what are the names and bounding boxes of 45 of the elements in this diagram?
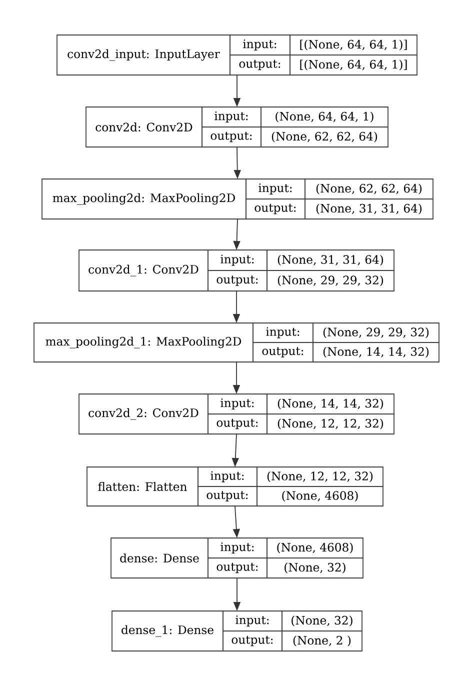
port-label-cell: input: bbox=[252, 322, 314, 343]
shape-cell: (None, 29, 29, 32) bbox=[266, 270, 394, 292]
layer-name-cell: conv2d_2: Conv2D bbox=[78, 394, 208, 434]
port-label-cell: input: bbox=[202, 106, 262, 128]
shape-cell: (None, 12, 12, 32) bbox=[266, 414, 394, 434]
shape-cell: (None, 2 ) bbox=[282, 630, 362, 652]
shape-cell: (None, 31, 31, 64) bbox=[304, 198, 434, 220]
port-label-cell: output: bbox=[202, 126, 262, 148]
shape-cell: (None, 4608) bbox=[256, 486, 384, 506]
port-label-cell: input: bbox=[208, 538, 268, 558]
port-label-cell: output: bbox=[208, 414, 268, 434]
shape-cell: (None, 31, 31, 64) bbox=[266, 250, 394, 271]
port-label-cell: output: bbox=[222, 630, 282, 652]
port-label-cell: input: bbox=[208, 394, 268, 414]
layer-name-cell: max_pooling2d: MaxPooling2D bbox=[42, 178, 246, 220]
layer-name-cell: max_pooling2d_1: MaxPooling2D bbox=[34, 322, 254, 362]
shape-cell: (None, 32) bbox=[266, 558, 364, 578]
shape-cell: (None, 62, 62, 64) bbox=[260, 126, 388, 148]
port-label-cell: output: bbox=[230, 54, 290, 76]
layer-name-cell: conv2d_input: InputLayer bbox=[56, 34, 230, 76]
shape-cell: (None, 29, 29, 32) bbox=[312, 322, 440, 343]
shape-cell: (None, 12, 12, 32) bbox=[256, 466, 384, 487]
shape-cell: [(None, 64, 64, 1)] bbox=[290, 34, 418, 56]
port-label-cell: input: bbox=[208, 250, 268, 271]
layer-name-cell: conv2d: Conv2D bbox=[86, 106, 202, 148]
shape-cell: (None, 14, 14, 32) bbox=[266, 394, 394, 414]
port-label-cell: output: bbox=[246, 198, 306, 220]
port-label-cell: output: bbox=[208, 270, 268, 292]
shape-cell: (None, 32) bbox=[282, 610, 362, 632]
shape-cell: (None, 62, 62, 64) bbox=[304, 178, 434, 200]
layer-name-cell: dense_1: Dense bbox=[112, 610, 224, 652]
port-label-cell: input: bbox=[246, 178, 306, 200]
port-label-cell: output: bbox=[208, 558, 268, 578]
layer-name-cell: flatten: Flatten bbox=[86, 466, 198, 506]
shape-cell: (None, 14, 14, 32) bbox=[312, 342, 440, 362]
port-label-cell: output: bbox=[198, 486, 258, 506]
layer-name-cell: conv2d_1: Conv2D bbox=[78, 250, 208, 292]
layer-name-cell: dense: Dense bbox=[110, 538, 208, 578]
port-label-cell: input: bbox=[222, 610, 282, 632]
port-label-cell: output: bbox=[252, 342, 314, 362]
shape-cell: [(None, 64, 64, 1)] bbox=[290, 54, 418, 76]
shape-cell: (None, 4608) bbox=[266, 538, 364, 558]
port-label-cell: input: bbox=[230, 34, 290, 56]
shape-cell: (None, 64, 64, 1) bbox=[260, 106, 388, 128]
port-label-cell: input: bbox=[198, 466, 258, 487]
